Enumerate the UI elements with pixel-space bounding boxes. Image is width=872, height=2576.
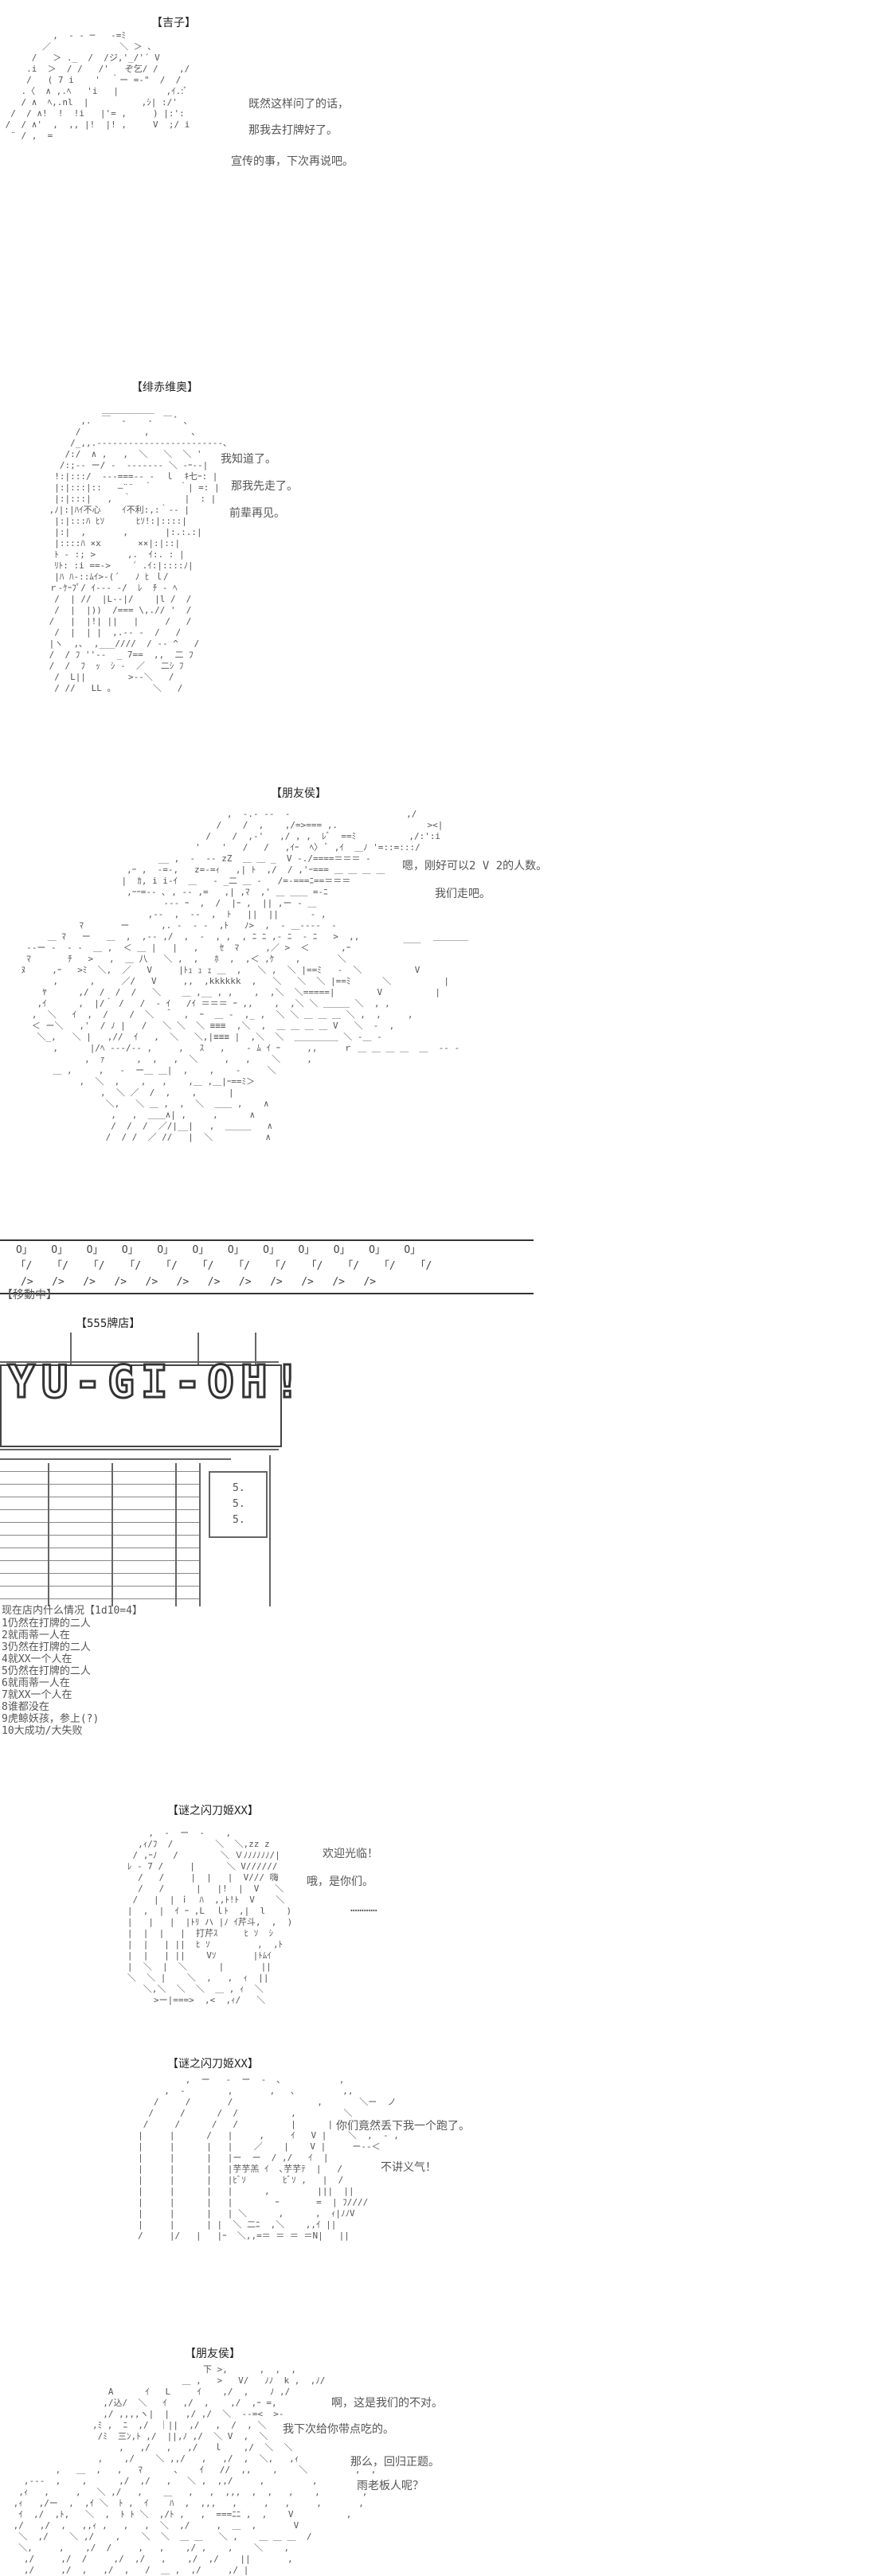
shelf-line [0, 1471, 199, 1472]
window-frame [175, 1463, 177, 1606]
dice-option: 6就雨蒂一人在 [2, 1677, 70, 1689]
divider-top [0, 1239, 534, 1241]
dialog-line: 嗯，刚好可以2 V 2的人数。 [402, 860, 548, 872]
dialog-line: 那么，回归正题。 [350, 2456, 440, 2469]
dialog-line: 我知道了。 [221, 453, 276, 466]
door-frame [269, 1455, 271, 1606]
dialog-line: 欢迎光临！ [323, 1848, 378, 1860]
shelf-line [0, 1484, 199, 1485]
shelf-line [0, 1535, 199, 1536]
shop-sign-text: YU-GI-OH! [6, 1356, 307, 1408]
dice-option: 10大成功/大失败 [2, 1725, 83, 1737]
dice-option: 2就雨蒂一人在 [2, 1630, 70, 1641]
dice-option: 7就XX一个人在 [2, 1689, 72, 1701]
pole [197, 1333, 199, 1364]
price-tag: 5. [233, 1482, 245, 1494]
awning-line [0, 1458, 231, 1460]
dice-option: 1仍然在打牌的二人 [2, 1618, 91, 1630]
dialog-line: 我下次给你带点吃的。 [283, 2423, 394, 2436]
dialog-line: 那我去打牌好了。 [248, 124, 338, 137]
speaker-label: 【朋友侯】 [185, 2348, 240, 2360]
dice-option: 9虎鲸妖孩，参上(?) [2, 1713, 100, 1725]
shelf-line [0, 1509, 199, 1510]
dice-header: 现在店内什么情况【1d10=4】 [2, 1605, 143, 1617]
marquee-row: ｢/ ｢/ ｢/ ｢/ ｢/ ｢/ ｢/ ｢/ ｢/ ｢/ ｢/ ｢/ [21, 1260, 432, 1272]
dialog-line: 那我先走了。 [231, 480, 298, 493]
door-frame [199, 1463, 201, 1606]
shelf-line [0, 1522, 199, 1523]
dice-option: 8谁都没在 [2, 1701, 49, 1713]
dice-option: 4就XX一个人在 [2, 1653, 72, 1665]
shelf-line [0, 1598, 199, 1599]
price-tag: 5. [233, 1498, 245, 1510]
awning-line [0, 1449, 279, 1450]
dice-option: 3仍然在打牌的二人 [2, 1641, 91, 1653]
dialog-line: 宣传的事，下次再说吧。 [231, 155, 354, 168]
dialog-line: 既然这样问了的话， [248, 98, 349, 111]
shelf-line [0, 1586, 199, 1587]
awning-line [0, 1361, 279, 1363]
pole [70, 1333, 72, 1364]
speaker-label: 【绯赤维奥】 [131, 381, 198, 394]
price-tag: 5. [233, 1514, 245, 1526]
speaker-label: 【吉子】 [151, 17, 196, 29]
shelf-line [0, 1573, 199, 1574]
marquee-row: O」 O」 O」 O」 O」 O」 O」 O」 O」 O」 O」 O」 [16, 1244, 421, 1256]
dialog-line: 不讲义气！ [381, 2161, 436, 2174]
dialog-line: 前辈再见。 [229, 507, 285, 520]
dice-option: 5仍然在打牌的二人 [2, 1665, 91, 1677]
dialog-line: 雨老板人呢？ [357, 2480, 424, 2492]
dialog-line: 你们竟然丢下我一个跑了。 [336, 2120, 470, 2133]
window-frame [48, 1463, 49, 1606]
shop-label: 【555牌店】 [76, 1317, 141, 1330]
dialog-line: 哦，是你们。 [307, 1875, 373, 1888]
speaker-label: 【谜之闪刀姬XX】 [167, 1805, 259, 1817]
window-frame [111, 1463, 113, 1606]
ascii-art-character: , - ー - , ,ｨ/ﾌ / ＼ ＼,zz z / ,ｰﾉ / ＼ Ｖﾉﾉﾉ… [127, 1828, 293, 2005]
marquee-row: /> /> /> /> /> /> /> /> /> /> /> /> [21, 1276, 377, 1288]
shelf-line [0, 1560, 199, 1561]
dialog-line: 我们走吧。 [435, 888, 491, 900]
speaker-label: 【谜之闪刀姬XX】 [167, 2058, 259, 2071]
shop-sign: YU-GI-OH! [0, 1359, 302, 1447]
dialog-line: 啊，这是我们的不对。 [331, 2397, 443, 2410]
divider-bottom [0, 1293, 534, 1294]
ascii-art-character: , ー - ー - ､ , , ‐ , , ､ ,, / / / , ＼ー ノ … [138, 2074, 399, 2241]
speaker-label: 【朋友侯】 [271, 787, 327, 800]
ascii-art-character: ＿＿＿＿＿＿ ,. ￣ - - ￣ ﾞ ､ / , ､ /_,,.-------… [49, 404, 228, 693]
ascii-art-group: 下 >, , , , ＿ , > V/ ﾉﾉ k , ,ﾉ/ A ｲ L ｲ ,… [13, 2364, 377, 2575]
price-board [209, 1471, 268, 1538]
ascii-art-group: , -.‐ ‐‐ - ,/ / / , ,/=>=== ,. ><| / / ,… [21, 809, 469, 1142]
pole [255, 1333, 256, 1364]
ascii-art-character: , - ‐ ─ -=ﾐ ／ ＼ ＞ ､ / ＞ ._ / /ジ,'_/'´ V … [0, 30, 548, 2575]
moving-label: 【移動中】 [2, 1289, 57, 1302]
dialog-line: ………… [350, 1902, 377, 1914]
